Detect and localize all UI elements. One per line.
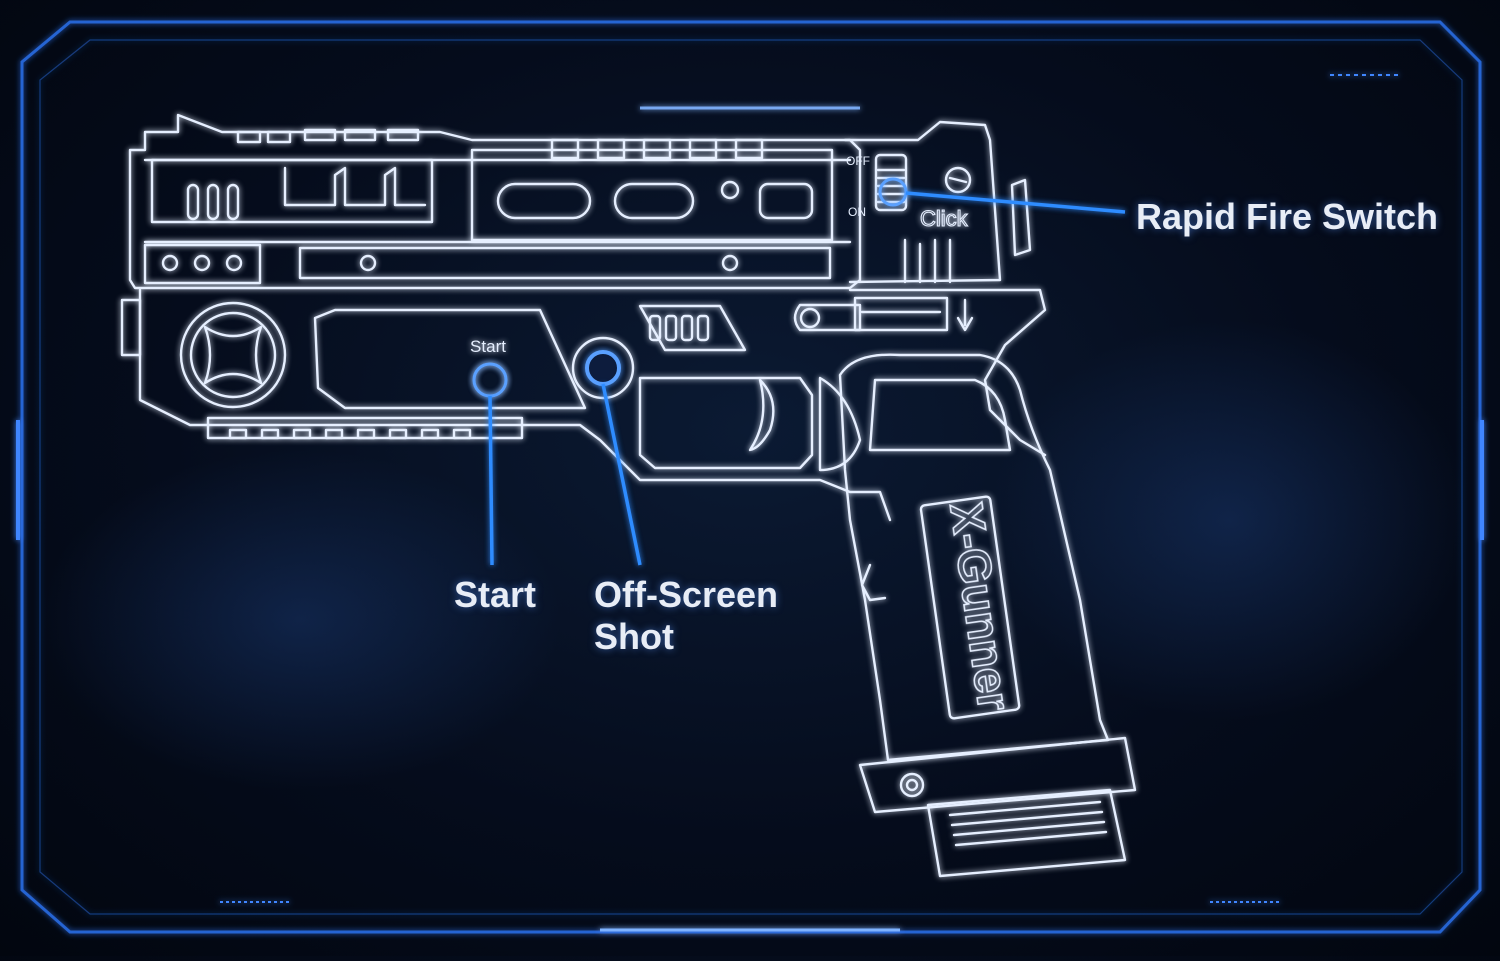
callout-lines: [488, 191, 1126, 566]
start-callout: Start: [454, 574, 537, 615]
hud-frame: [16, 20, 1484, 934]
background-haze-left: [40, 450, 560, 790]
off-screen-shot-callout-line1: Off-Screen: [594, 574, 779, 615]
engraved-off-label: OFF: [846, 154, 870, 168]
start-leader-line: [488, 395, 494, 566]
start-button[interactable]: [472, 362, 508, 398]
engraved-click-label: Click: [920, 206, 969, 231]
off-screen-leader-line: [601, 383, 642, 566]
engraved-start-label: Start: [470, 337, 506, 356]
off-screen-shot-button[interactable]: [571, 336, 635, 400]
rapid-fire-leader-line: [905, 191, 1126, 214]
background-haze-right: [990, 320, 1470, 720]
rapid-fire-switch[interactable]: [878, 177, 908, 207]
light-gun-outline: [120, 113, 1137, 878]
rapid-fire-switch-callout: Rapid Fire Switch: [1136, 196, 1439, 237]
engraved-on-label: ON: [848, 205, 866, 219]
off-screen-shot-callout-line2: Shot: [594, 616, 674, 657]
